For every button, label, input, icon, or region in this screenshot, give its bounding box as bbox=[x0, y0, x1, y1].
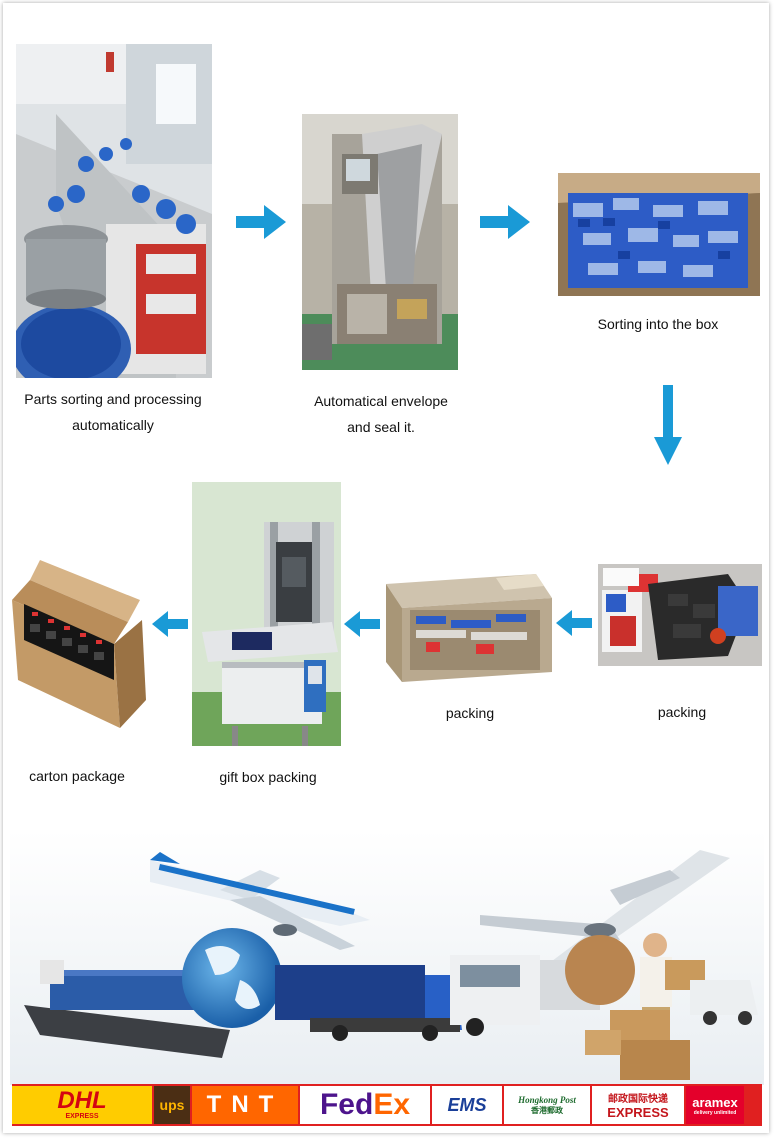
tnt-logo: TNT bbox=[192, 1086, 298, 1124]
step-caption: Parts sorting and processing automatical… bbox=[24, 391, 202, 433]
packing-photo-1 bbox=[598, 564, 762, 666]
ups-logo: ups bbox=[154, 1086, 190, 1124]
packing-photo-2 bbox=[386, 572, 554, 686]
dhl-logo: DHL EXPRESS bbox=[12, 1086, 152, 1124]
envelope-machine-photo bbox=[302, 114, 458, 370]
china-post-express-logo: 邮政国际快递 EXPRESS bbox=[592, 1086, 684, 1124]
aramex-logo: aramex delivery unlimited bbox=[686, 1086, 744, 1124]
step-caption: gift box packing bbox=[219, 769, 317, 785]
step-caption: Automatical envelope and seal it. bbox=[314, 393, 448, 435]
step-caption: carton package bbox=[29, 768, 125, 784]
step-caption: Sorting into the box bbox=[597, 316, 719, 332]
step-caption: packing bbox=[445, 705, 495, 721]
arrow-left-icon bbox=[152, 611, 188, 642]
carton-package-photo bbox=[10, 560, 148, 728]
arrow-left-icon bbox=[556, 610, 592, 641]
logistics-illustration bbox=[10, 830, 764, 1085]
arrow-right-icon bbox=[236, 205, 286, 244]
gift-box-machine-photo bbox=[192, 482, 341, 746]
arrow-down-icon bbox=[654, 385, 682, 470]
arrow-left-icon bbox=[344, 611, 380, 642]
sorting-box-photo bbox=[558, 173, 760, 296]
hongkong-post-logo: Hongkong Post 香港郵政 bbox=[504, 1086, 590, 1124]
step-caption: packing bbox=[657, 704, 707, 720]
parts-sorting-photo bbox=[16, 44, 212, 378]
arrow-right-icon bbox=[480, 205, 530, 244]
ems-logo: EMS bbox=[432, 1086, 502, 1124]
